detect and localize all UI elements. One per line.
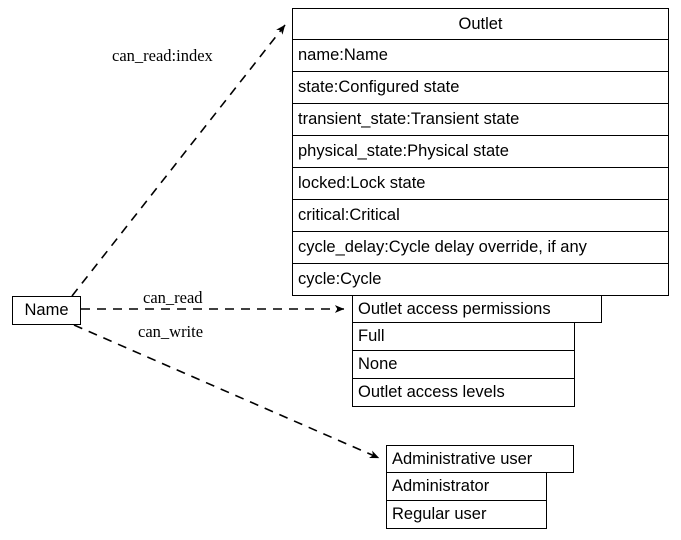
edge-label-can-read: can_read bbox=[143, 288, 203, 307]
entity-admin-header[interactable]: Administrative user bbox=[386, 445, 574, 473]
entity-admin-row[interactable]: Administrator bbox=[386, 473, 547, 501]
entity-outlet-row[interactable]: name:Name bbox=[292, 40, 669, 72]
entity-outlet-row-label: name:Name bbox=[298, 46, 388, 64]
entity-outlet-row-label: cycle_delay:Cycle delay override, if any bbox=[298, 238, 587, 256]
edge-label-can-read-index: can_read:index bbox=[112, 46, 213, 65]
entity-administrative-user: Administrative user Administrator Regula… bbox=[386, 445, 574, 529]
edge-can-write-line bbox=[73, 324, 380, 459]
entity-admin-row-label: Administrator bbox=[392, 477, 490, 495]
entity-permissions-row-label: Outlet access levels bbox=[358, 383, 505, 401]
entity-outlet: Outlet name:Name state:Configured state … bbox=[292, 8, 669, 296]
entity-admin-header-label: Administrative user bbox=[392, 450, 533, 468]
entity-outlet-header-label: Outlet bbox=[458, 15, 503, 33]
entity-permissions-row-label: None bbox=[358, 355, 398, 373]
entity-outlet-row[interactable]: cycle:Cycle bbox=[292, 264, 669, 296]
entity-outlet-row-label: state:Configured state bbox=[298, 78, 460, 96]
entity-permissions-header[interactable]: Outlet access permissions bbox=[352, 295, 602, 323]
entity-permissions-row[interactable]: None bbox=[352, 351, 575, 379]
entity-outlet-row-label: physical_state:Physical state bbox=[298, 142, 509, 160]
entity-outlet-row[interactable]: critical:Critical bbox=[292, 200, 669, 232]
entity-admin-row-label: Regular user bbox=[392, 505, 487, 523]
entity-outlet-row[interactable]: physical_state:Physical state bbox=[292, 136, 669, 168]
entity-permissions-row[interactable]: Full bbox=[352, 323, 575, 351]
entity-permissions-row[interactable]: Outlet access levels bbox=[352, 379, 575, 407]
entity-permissions-header-label: Outlet access permissions bbox=[358, 300, 551, 318]
entity-admin-row[interactable]: Regular user bbox=[386, 501, 547, 529]
entity-outlet-row-label: cycle:Cycle bbox=[298, 270, 382, 288]
entity-outlet-row-label: critical:Critical bbox=[298, 206, 400, 224]
entity-outlet-row[interactable]: cycle_delay:Cycle delay override, if any bbox=[292, 232, 669, 264]
node-name[interactable]: Name bbox=[12, 296, 81, 325]
entity-outlet-row[interactable]: state:Configured state bbox=[292, 72, 669, 104]
entity-outlet-header[interactable]: Outlet bbox=[292, 8, 669, 40]
entity-outlet-access-permissions: Outlet access permissions Full None Outl… bbox=[352, 295, 602, 407]
entity-outlet-row[interactable]: transient_state:Transient state bbox=[292, 104, 669, 136]
entity-outlet-row-label: transient_state:Transient state bbox=[298, 110, 520, 128]
entity-outlet-row[interactable]: locked:Lock state bbox=[292, 168, 669, 200]
entity-outlet-row-label: locked:Lock state bbox=[298, 174, 426, 192]
edge-label-can-write: can_write bbox=[138, 322, 204, 341]
entity-permissions-row-label: Full bbox=[358, 327, 385, 345]
